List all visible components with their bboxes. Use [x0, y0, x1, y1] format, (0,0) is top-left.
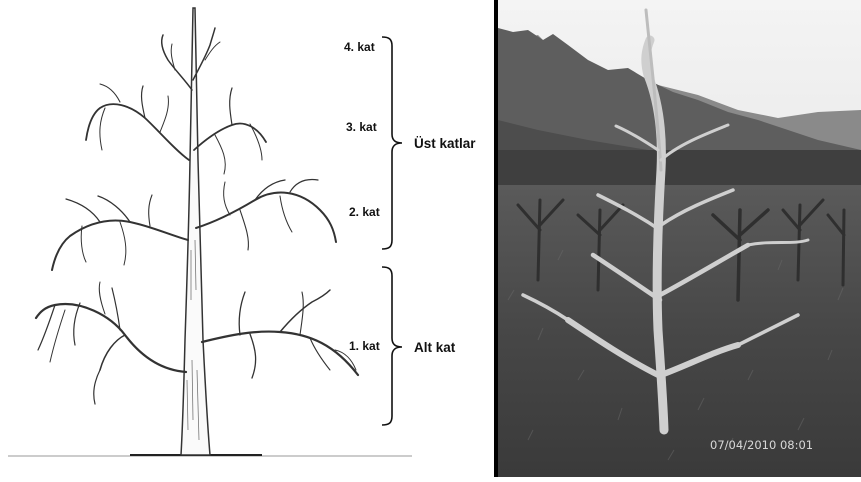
tier-label-2: 2. kat: [349, 205, 380, 219]
photo-timestamp: 07/04/2010 08:01: [710, 438, 813, 452]
tier-label-3: 3. kat: [346, 120, 377, 134]
upper-tiers-brace: [382, 37, 402, 249]
tier-label-4: 4. kat: [344, 40, 375, 54]
orchard-photo: 07/04/2010 08:01: [498, 0, 861, 477]
tier-label-1: 1. kat: [349, 339, 380, 353]
lower-tier-label: Alt kat: [414, 340, 456, 355]
lower-tier-brace: [382, 267, 402, 425]
orchard-ground: [498, 185, 861, 477]
tree-diagram-panel: 4. kat 3. kat 2. kat 1. kat Üst katlar A…: [0, 0, 494, 477]
tree-diagram: 4. kat 3. kat 2. kat 1. kat Üst katlar A…: [0, 0, 494, 477]
upper-tiers-label: Üst katlar: [414, 136, 476, 151]
orchard-photo-drawing: 07/04/2010 08:01: [498, 0, 861, 477]
